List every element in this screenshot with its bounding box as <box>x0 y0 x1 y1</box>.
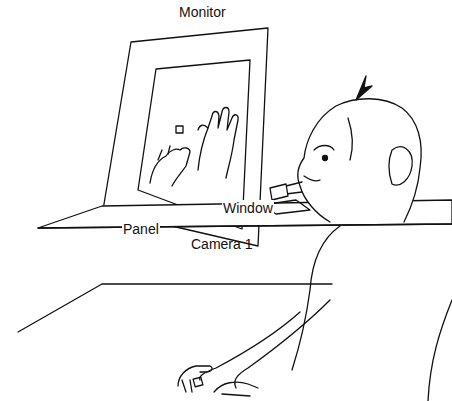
monkey-hand <box>178 366 212 392</box>
monkey-arm <box>200 312 300 380</box>
part-label: Monitor <box>178 4 227 20</box>
monkey-arm <box>235 300 330 388</box>
part-label: Panel <box>122 221 160 237</box>
part-label: Window <box>222 200 274 216</box>
real-cube <box>193 377 203 387</box>
marker-arrow <box>356 76 372 100</box>
screen-hand <box>150 148 190 186</box>
panel-edge <box>38 224 452 228</box>
monkey-eye <box>323 156 328 161</box>
juice-tube <box>286 182 302 194</box>
monkey-body <box>292 226 340 370</box>
monkey-hand <box>214 382 258 396</box>
monkey-mouth <box>304 176 320 181</box>
monkey-brow <box>314 146 334 151</box>
monkey-head <box>298 99 421 222</box>
screen-cube <box>176 126 183 133</box>
part-label: Camera 1 <box>190 236 253 252</box>
screen-finger <box>158 146 170 160</box>
monkey-ear <box>389 147 412 185</box>
screen-thumb <box>198 125 208 130</box>
monkey-back <box>428 300 452 401</box>
juice-spout <box>270 184 288 200</box>
screen-hand <box>198 108 238 179</box>
monkey-face-line <box>348 118 352 160</box>
